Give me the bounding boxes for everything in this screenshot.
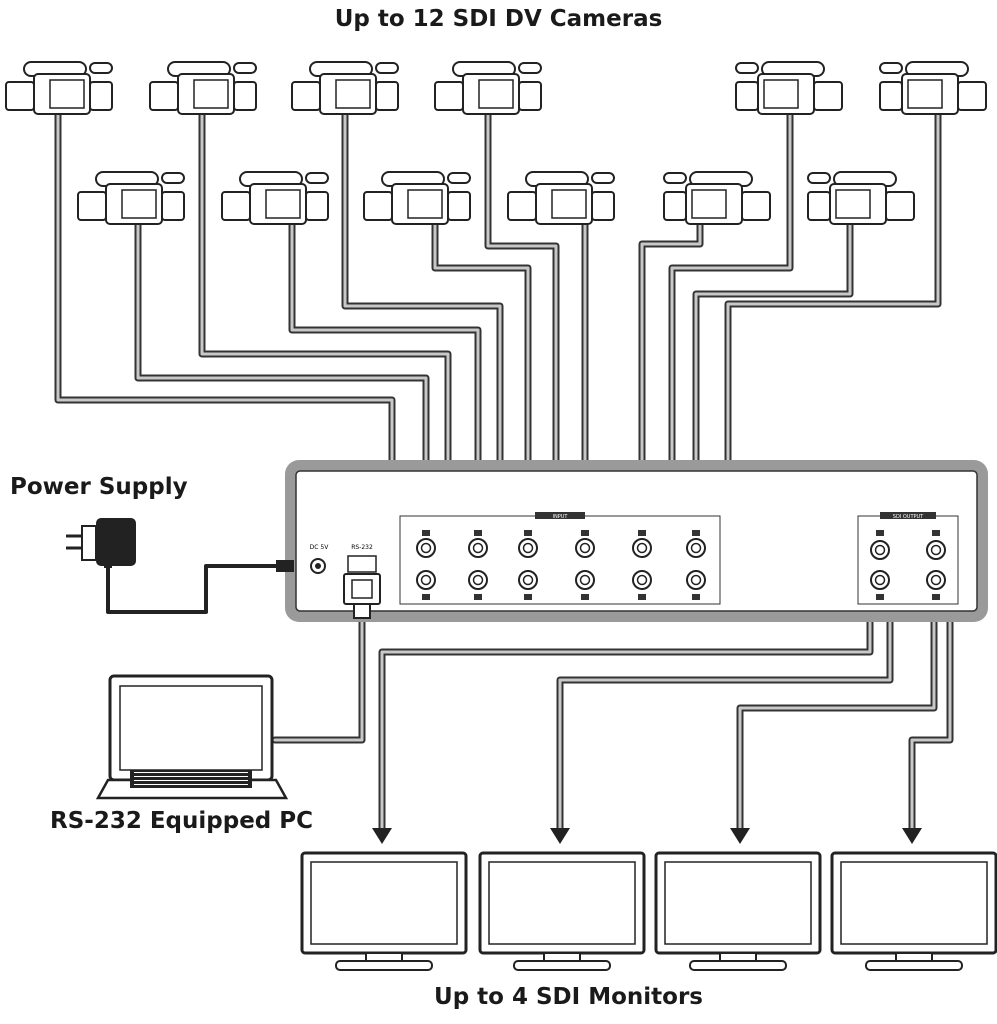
matrix-switch-device: DC 5V RS-232 INPUT bbox=[285, 460, 988, 622]
rs232-port-icon: RS-232 bbox=[343, 544, 381, 619]
video-camera-icon bbox=[291, 61, 399, 115]
power-supply-label: Power Supply bbox=[10, 474, 188, 500]
monitors-title: Up to 4 SDI Monitors bbox=[434, 984, 703, 1010]
monitor-icon bbox=[654, 851, 822, 972]
video-camera-icon bbox=[149, 61, 257, 115]
video-camera-icon bbox=[5, 61, 113, 115]
svg-text:INPUT: INPUT bbox=[553, 514, 569, 520]
pc-label: RS-232 Equipped PC bbox=[50, 808, 314, 834]
video-camera-icon bbox=[663, 171, 771, 225]
video-camera-icon bbox=[363, 171, 471, 225]
video-camera-icon bbox=[507, 171, 615, 225]
monitor-icon bbox=[830, 851, 997, 972]
cable-group bbox=[54, 111, 954, 834]
video-camera-icon bbox=[879, 61, 987, 115]
output-arrows bbox=[372, 828, 922, 844]
svg-text:SDI OUTPUT: SDI OUTPUT bbox=[893, 514, 924, 520]
output-panel: SDI OUTPUT bbox=[857, 512, 959, 605]
monitor-icon bbox=[300, 851, 468, 972]
cameras-title: Up to 12 SDI DV Cameras bbox=[334, 6, 663, 32]
input-panel: INPUT bbox=[399, 512, 721, 605]
video-camera-icon bbox=[434, 61, 542, 115]
dc-jack-icon: DC 5V bbox=[310, 544, 330, 574]
video-camera-icon bbox=[77, 171, 185, 225]
monitor-icon bbox=[478, 851, 646, 972]
laptop-icon bbox=[95, 674, 289, 800]
power-adapter-icon bbox=[66, 518, 294, 572]
video-camera-icon bbox=[807, 171, 915, 225]
video-camera-icon bbox=[221, 171, 329, 225]
svg-text:RS-232: RS-232 bbox=[351, 544, 373, 551]
monitor-group bbox=[300, 851, 997, 972]
camera-group bbox=[5, 61, 987, 225]
video-camera-icon bbox=[735, 61, 843, 115]
dc-label: DC 5V bbox=[310, 544, 330, 551]
